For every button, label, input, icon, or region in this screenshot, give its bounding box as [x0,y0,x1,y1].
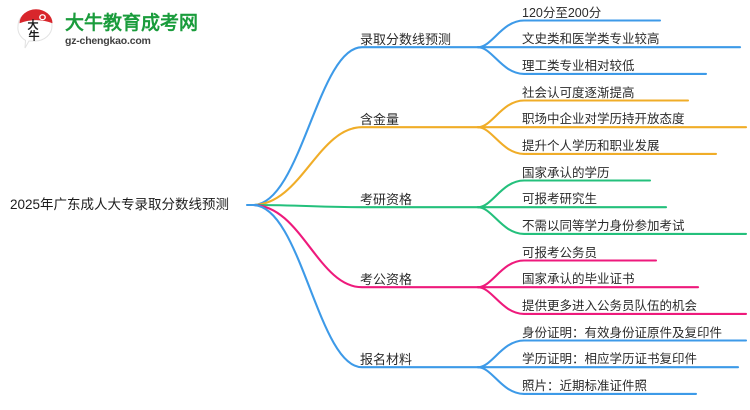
leaf-label-3-1[interactable]: 国家承认的学历 [522,165,610,180]
mindmap-connector [251,46,480,207]
leaf-label-5-3[interactable]: 照片：近期标准证件照 [522,378,648,393]
leaf-label-3-3[interactable]: 不需以同等学力身份参加考试 [522,218,685,233]
leaf-label-3-2[interactable]: 可报考研究生 [522,192,598,207]
leaf-label-5-2[interactable]: 学历证明：相应学历证书复印件 [522,352,698,367]
logo-text-block: 大牛教育成考网 gz-chengkao.com [65,14,198,47]
svg-text:大: 大 [28,18,39,32]
mindmap-connector [476,366,698,395]
leaf-label-1-1[interactable]: 120分至200分 [522,5,602,20]
branch-label-5[interactable]: 报名材料 [360,352,413,368]
leaf-label-2-3[interactable]: 提升个人学历和职业发展 [522,138,660,153]
leaf-label-2-2[interactable]: 职场中企业对学历持开放态度 [522,112,685,127]
branch-label-2[interactable]: 含金量 [360,112,400,128]
mindmap-connector [251,203,480,289]
mindmap-connector [251,203,480,209]
logo-domain: gz-chengkao.com [65,34,151,47]
mindmap-connector [476,46,708,75]
logo-site-name: 大牛教育成考网 [65,12,199,34]
leaf-label-4-1[interactable]: 可报考公务员 [522,245,598,260]
mindmap-connector [476,286,748,315]
mindmap-connector [251,126,480,207]
branch-label-4[interactable]: 考公资格 [360,272,413,288]
branch-label-3[interactable]: 考研资格 [360,192,413,208]
mindmap-connector [251,203,480,369]
site-logo[interactable]: 大 牛 大牛教育成考网 gz-chengkao.com [14,6,224,54]
svg-text:牛: 牛 [29,29,40,43]
leaf-label-1-3[interactable]: 理工类专业相对较低 [522,58,635,73]
leaf-label-5-1[interactable]: 身份证明：有效身份证原件及复印件 [522,325,723,340]
leaf-label-4-3[interactable]: 提供更多进入公务员队伍的机会 [522,298,698,313]
root-topic[interactable]: 2025年广东成人大专录取分数线预测 [10,197,230,212]
branch-label-1[interactable]: 录取分数线预测 [360,32,452,48]
leaf-label-1-2[interactable]: 文史类和医学类专业较高 [522,32,660,47]
leaf-label-2-1[interactable]: 社会认可度逐渐提高 [522,85,635,100]
mindmap-connector [476,126,718,155]
logo-mark-icon: 大 牛 [14,9,58,51]
mindmap-connector [476,206,748,235]
leaf-label-4-2[interactable]: 国家承认的毕业证书 [522,272,635,287]
